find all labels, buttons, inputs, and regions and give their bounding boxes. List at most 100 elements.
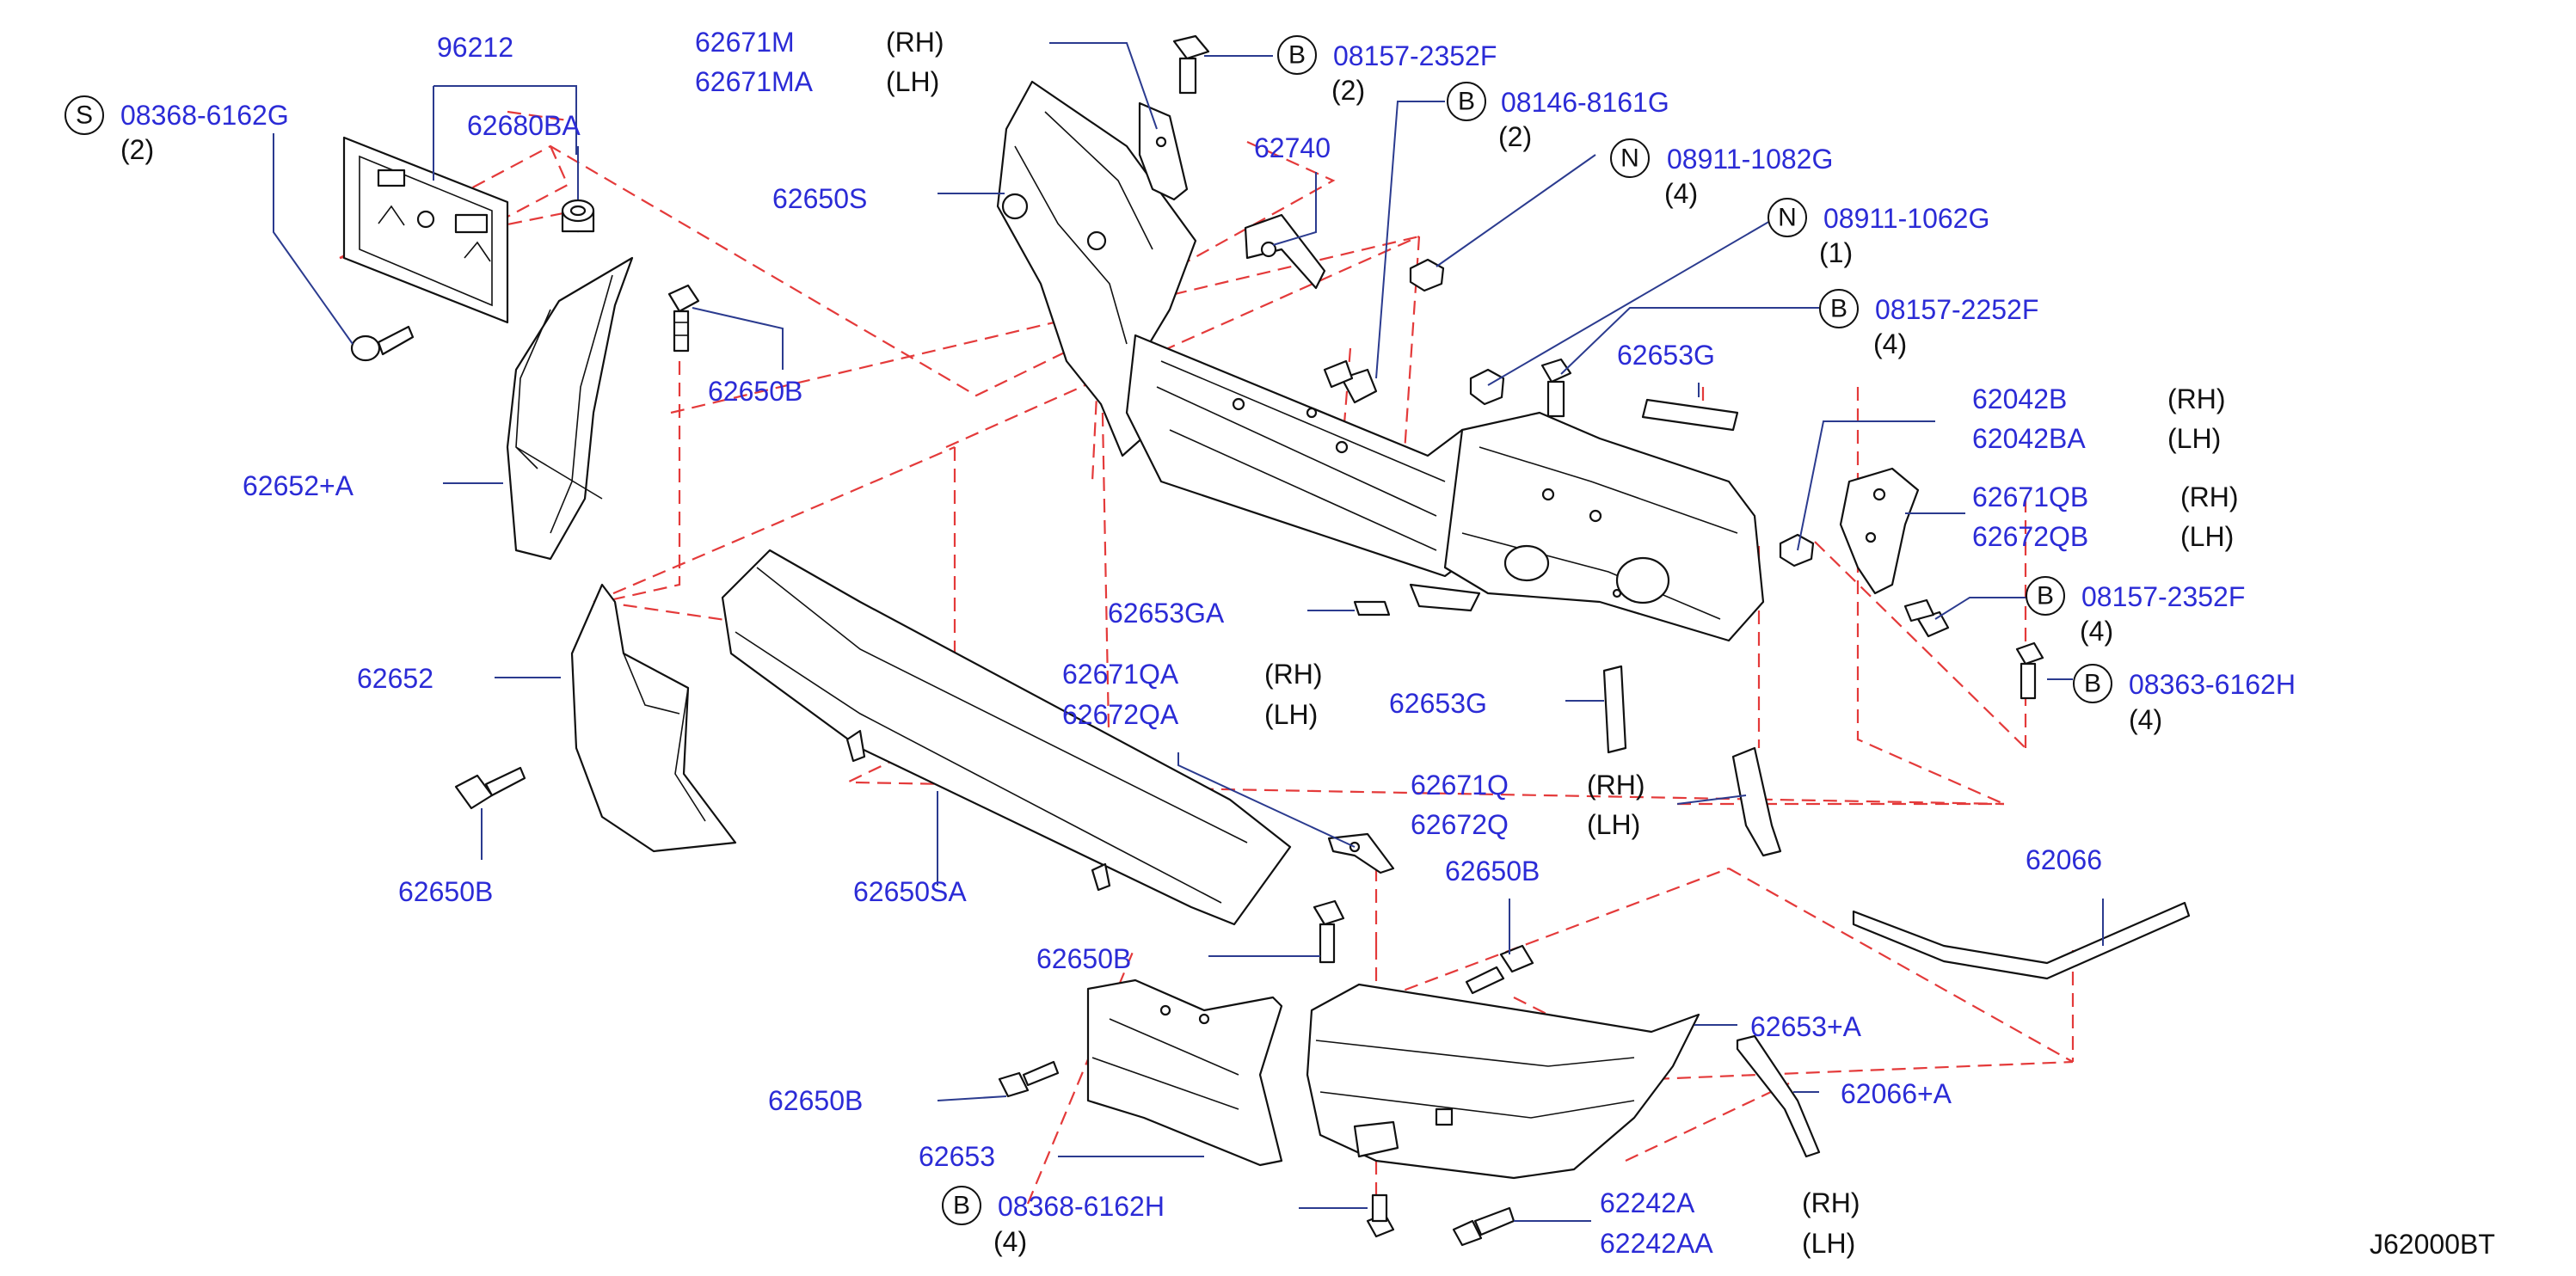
part-nut-08911-1082G — [1409, 258, 1445, 292]
qual-62671QB-rh: (RH) — [2180, 482, 2239, 512]
code-08911-1082G: 08911-1082G — [1667, 144, 1833, 175]
part-bolt-62650B-right — [1465, 944, 1534, 995]
label-62671M: 62671M — [695, 27, 795, 58]
part-bolt-62650B-lower-left — [998, 1060, 1060, 1098]
label-62671MA: 62671MA — [695, 66, 814, 97]
label-62672QA: 62672QA — [1062, 699, 1179, 730]
qual-62242AA-lh: (LH) — [1802, 1228, 1855, 1259]
label-62042BA: 62042BA — [1972, 423, 2086, 454]
label-62650SA: 62650SA — [853, 876, 967, 907]
qual-62042B-rh: (RH) — [2167, 383, 2226, 414]
code-08368-6162H: 08368-6162H — [998, 1191, 1165, 1222]
part-62652A-side-bracket — [506, 256, 634, 561]
part-bolt-08157-2352F-right — [1903, 598, 1950, 638]
label-62650B-4: 62650B — [1036, 943, 1131, 974]
qty-08157-2352F-top: (2) — [1331, 75, 1365, 106]
qty-08157-2252F: (4) — [1873, 328, 1907, 359]
label-62671Q: 62671Q — [1411, 770, 1509, 801]
label-62671QA: 62671QA — [1062, 659, 1179, 690]
symbol-n: N — [1620, 144, 1639, 173]
part-bolt-08157-2352F-top — [1172, 34, 1210, 95]
part-bolt-08363-6162H — [2015, 641, 2044, 700]
part-62740-clip — [1244, 213, 1326, 290]
part-62653A-lower-panel — [1306, 983, 1700, 1180]
part-bolt-08368-6162H — [1366, 1193, 1395, 1238]
qty-08911-1082G: (4) — [1664, 178, 1698, 209]
qual-62671MA-lh: (LH) — [886, 66, 939, 97]
part-62671M-bracket — [1138, 101, 1189, 201]
qual-62042BA-lh: (LH) — [2167, 423, 2221, 454]
fastener-callouts: S 08368-6162G (2) B 08157-2352F (2) B 08… — [65, 35, 2296, 1257]
callout-08368-6162H: B 08368-6162H (4) — [942, 1186, 1165, 1257]
label-62672QB: 62672QB — [1972, 521, 2088, 552]
label-62242A: 62242A — [1600, 1187, 1695, 1218]
diagram-code: J62000BT — [2370, 1229, 2495, 1260]
callout-08363-6162H: B 08363-6162H (4) — [2073, 664, 2296, 735]
part-bolt-62650B-mid — [1313, 899, 1345, 964]
qty-08157-2352F-right: (4) — [2080, 616, 2113, 647]
part-62650S-upper-member — [996, 80, 1765, 642]
symbol-n: N — [1778, 204, 1797, 232]
part-62650SA-lower-reinforcement — [721, 549, 1292, 926]
callout-08157-2352F-top: B 08157-2352F (2) — [1277, 35, 1497, 106]
label-62650B-5: 62650B — [768, 1085, 863, 1116]
part-62653G-pad-top — [1641, 398, 1739, 432]
qual-62672QA-lh: (LH) — [1264, 699, 1318, 730]
label-62671QB: 62671QB — [1972, 482, 2088, 512]
qty-08368-6162G: (2) — [120, 134, 154, 165]
qual-62671Q-rh: (RH) — [1587, 770, 1645, 801]
label-62653GA: 62653GA — [1108, 598, 1225, 629]
code-08363-6162H: 08363-6162H — [2129, 669, 2296, 700]
symbol-b: B — [2037, 582, 2054, 610]
part-bolt-62650B-left-top — [667, 284, 700, 353]
label-62066A: 62066+A — [1841, 1078, 1952, 1109]
qual-62672Q-lh: (LH) — [1587, 809, 1640, 840]
label-62242AA: 62242AA — [1600, 1228, 1713, 1259]
callout-08157-2352F-right: B 08157-2352F (4) — [2026, 576, 2245, 647]
part-bolt-62650B-left-lower — [454, 766, 526, 810]
part-62653GA-pad — [1353, 600, 1391, 617]
part-62671Q-bracket — [1731, 746, 1782, 857]
part-62066A-molding — [1736, 1034, 1821, 1158]
part-62653G-pad-mid — [1602, 665, 1627, 754]
code-08146-8161G: 08146-8161G — [1501, 87, 1669, 118]
label-62653A: 62653+A — [1750, 1011, 1862, 1042]
label-62652A: 62652+A — [243, 470, 354, 501]
label-62042B: 62042B — [1972, 383, 2067, 414]
qty-08146-8161G: (2) — [1498, 121, 1532, 152]
part-screw-08368-6162G — [350, 325, 415, 362]
symbol-b: B — [1458, 88, 1475, 116]
callout-08911-1062G: N 08911-1062G (1) — [1768, 198, 1989, 268]
part-bolt-08146-8161G — [1323, 359, 1378, 404]
symbol-b: B — [953, 1192, 970, 1220]
qual-62242A-rh: (RH) — [1802, 1187, 1860, 1218]
qty-08368-6162H: (4) — [993, 1226, 1027, 1257]
symbol-b: B — [1830, 295, 1847, 323]
part-62042B-nut — [1779, 533, 1815, 567]
part-bolt-08157-2252F — [1540, 358, 1572, 418]
callout-08368-6162G: S 08368-6162G (2) — [65, 95, 289, 165]
code-08157-2352F-right: 08157-2352F — [2081, 581, 2245, 612]
code-08911-1062G: 08911-1062G — [1823, 203, 1989, 234]
label-62740: 62740 — [1254, 132, 1331, 163]
qual-62671M-rh: (RH) — [886, 27, 944, 58]
callout-08146-8161G: B 08146-8161G (2) — [1447, 82, 1669, 152]
qual-62672QB-lh: (LH) — [2180, 521, 2234, 552]
part-62066-molding — [1852, 901, 2191, 980]
qual-62671QA-rh: (RH) — [1264, 659, 1323, 690]
label-62652: 62652 — [357, 663, 433, 694]
leader-lines — [273, 42, 2104, 1222]
label-96212: 96212 — [437, 32, 513, 63]
part-62653-lower-panel — [1086, 978, 1283, 1167]
callout-08157-2252F: B 08157-2252F (4) — [1819, 289, 2038, 359]
code-08157-2352F-top: 08157-2352F — [1333, 40, 1497, 71]
part-labels: 96212 62680BA 62652+A 62650B 62652 62650… — [243, 27, 2239, 1259]
label-62650B-2: 62650B — [398, 876, 493, 907]
part-62671QB-bracket — [1839, 467, 1920, 595]
label-62653: 62653 — [919, 1141, 995, 1172]
label-62066: 62066 — [2026, 844, 2102, 875]
part-62652-left-lower-bracket — [570, 583, 737, 853]
qty-08911-1062G: (1) — [1819, 237, 1853, 268]
label-62650B-1: 62650B — [708, 376, 802, 407]
